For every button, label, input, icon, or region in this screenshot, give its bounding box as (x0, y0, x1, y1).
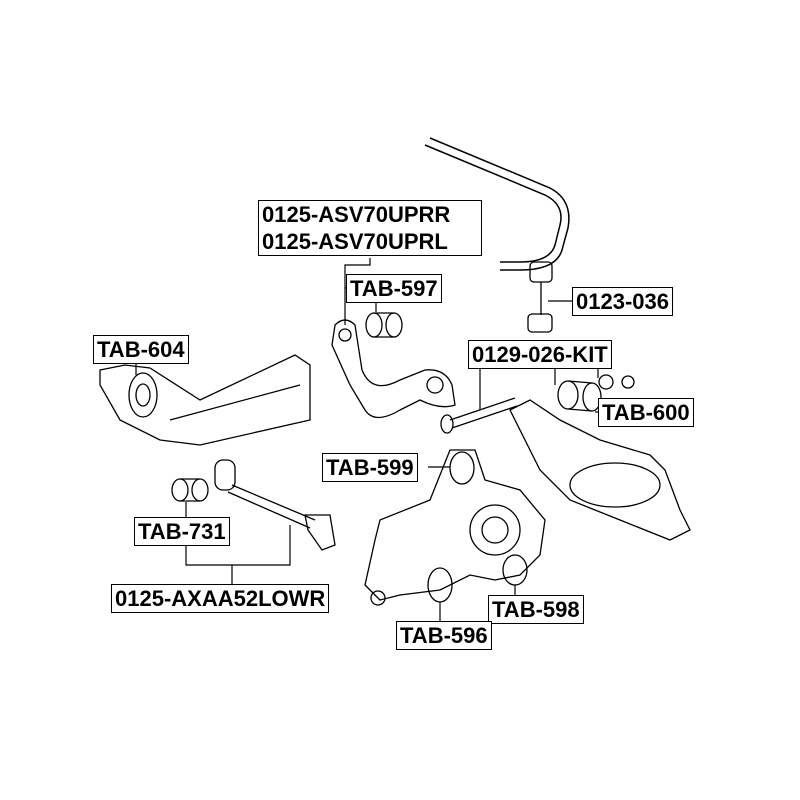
part-label-0129-026-kit: 0129-026-KIT (468, 340, 612, 369)
bolt-kit (440, 374, 635, 434)
part-label-tab-731: TAB-731 (134, 517, 230, 546)
part-label-tab-598: TAB-598 (488, 595, 584, 624)
stabilizer-bar (424, 137, 570, 271)
part-label-tab-596: TAB-596 (396, 621, 492, 650)
upper-arm (331, 319, 456, 419)
lower-rod (214, 459, 336, 551)
bushing-tab-600 (557, 380, 602, 412)
part-label-tab-600: TAB-600 (598, 398, 694, 427)
stabilizer-link (527, 261, 553, 333)
part-number-asv70-uprr: 0125-ASV70UPRR (262, 202, 451, 227)
bushing-tab-731 (171, 478, 209, 502)
part-label-upper-arm: 0125-ASV70UPRR 0125-ASV70UPRL (258, 200, 482, 256)
bushing-tab-597 (365, 312, 403, 338)
part-number-asv70-uprl: 0125-ASV70UPRL (262, 229, 448, 254)
part-label-tab-604: TAB-604 (93, 335, 189, 364)
part-label-tab-597: TAB-597 (346, 274, 442, 303)
part-label-0123-036: 0123-036 (572, 287, 673, 316)
trailing-arm (99, 354, 311, 446)
part-label-0125-axaa52lowr: 0125-AXAA52LOWR (111, 584, 330, 613)
part-label-tab-599: TAB-599 (322, 453, 418, 482)
lower-arm (509, 399, 691, 541)
